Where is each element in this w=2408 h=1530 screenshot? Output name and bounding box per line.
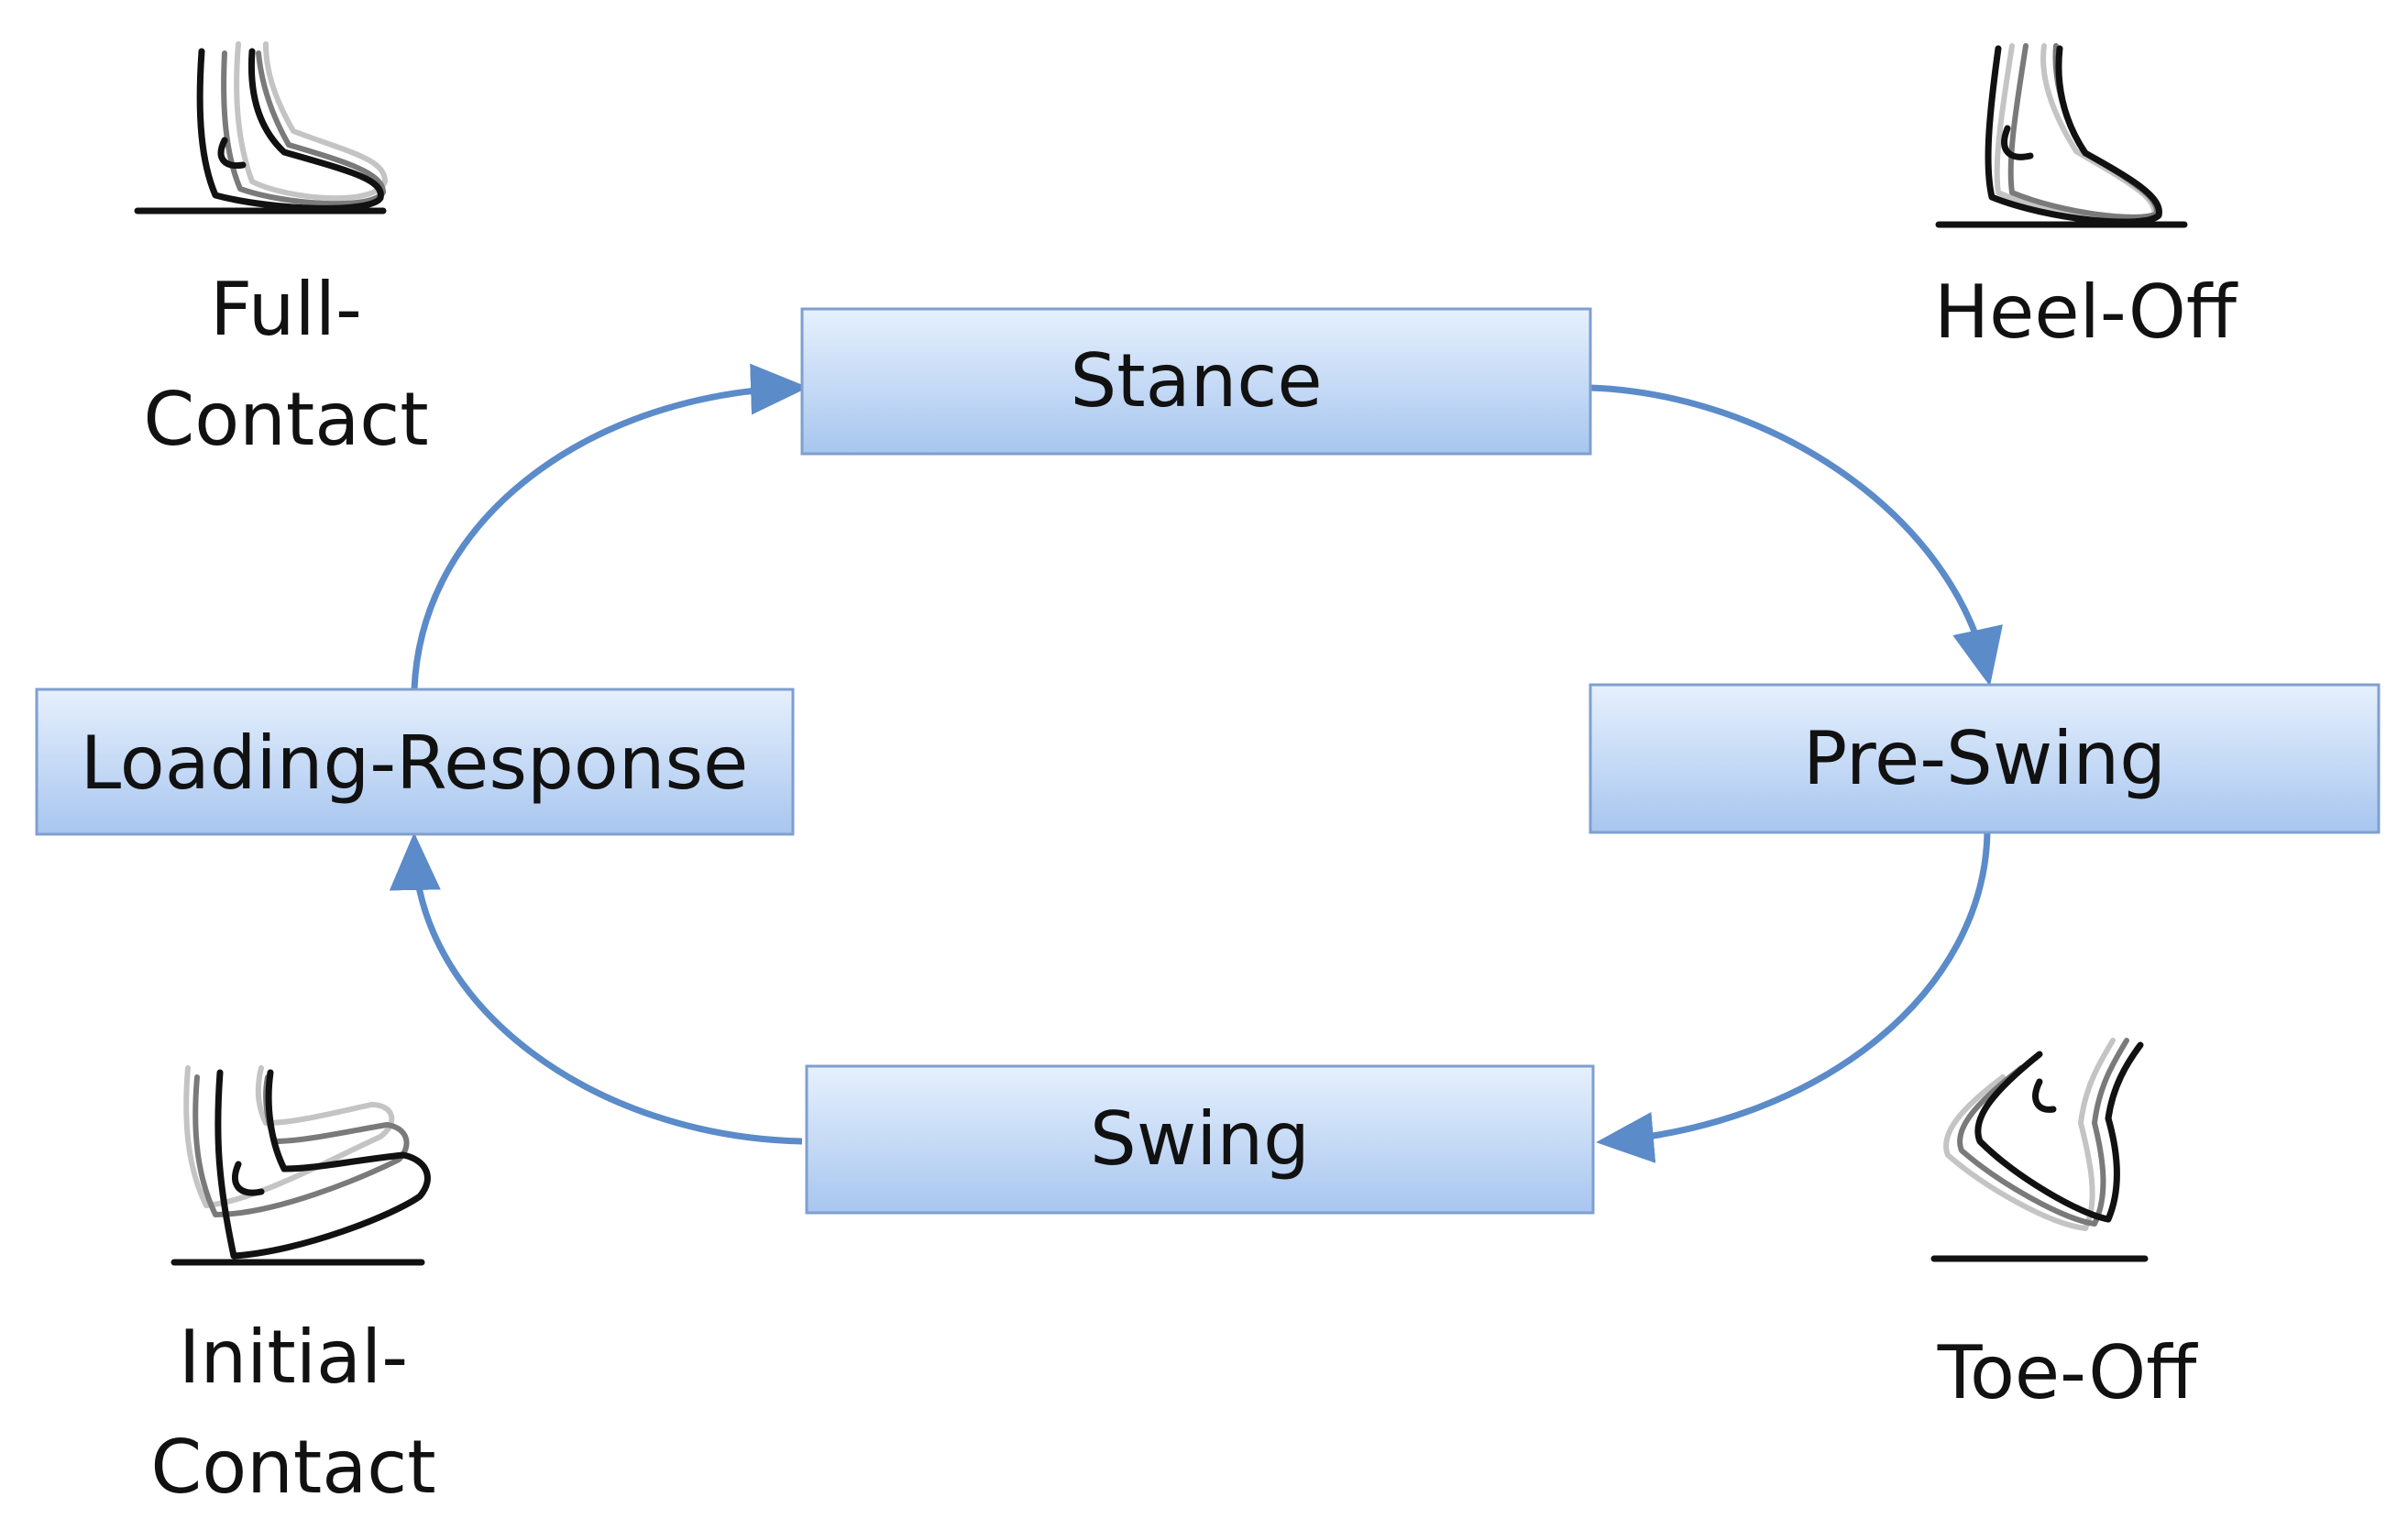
arrow-stance-to-pre-swing (1589, 384, 2003, 687)
arrow-swing-to-loading-response (389, 832, 803, 1145)
foot-toe-off-icon (1930, 1038, 2149, 1262)
foot-heel-raised-icon (1935, 43, 2188, 228)
phase-label-swing: Swing (1090, 1096, 1310, 1182)
arrow-pre-swing-to-swing (1596, 831, 1991, 1163)
event-label-toe-off: Toe-Off (1937, 1330, 2199, 1415)
foot-heel-strike-icon (170, 1065, 431, 1266)
event-label-initial-contact-2: Contact (150, 1425, 435, 1510)
event-label-full-contact-2: Contact (143, 377, 428, 462)
arrow-loading-response-to-stance (411, 363, 808, 690)
phase-label-stance: Stance (1070, 338, 1322, 424)
phase-box-swing: Swing (805, 1064, 1595, 1215)
phase-label-pre-swing: Pre-Swing (1803, 716, 2166, 801)
phase-label-loading-response: Loading-Response (81, 721, 749, 806)
foot-flat-icon (134, 41, 388, 215)
event-label-heel-off: Heel-Off (1934, 270, 2238, 355)
phase-box-stance: Stance (800, 307, 1592, 456)
phase-box-loading-response: Loading-Response (35, 688, 795, 836)
phase-box-pre-swing: Pre-Swing (1589, 683, 2381, 834)
event-label-initial-contact-1: Initial- (179, 1315, 408, 1400)
event-label-full-contact-1: Full- (210, 267, 362, 352)
